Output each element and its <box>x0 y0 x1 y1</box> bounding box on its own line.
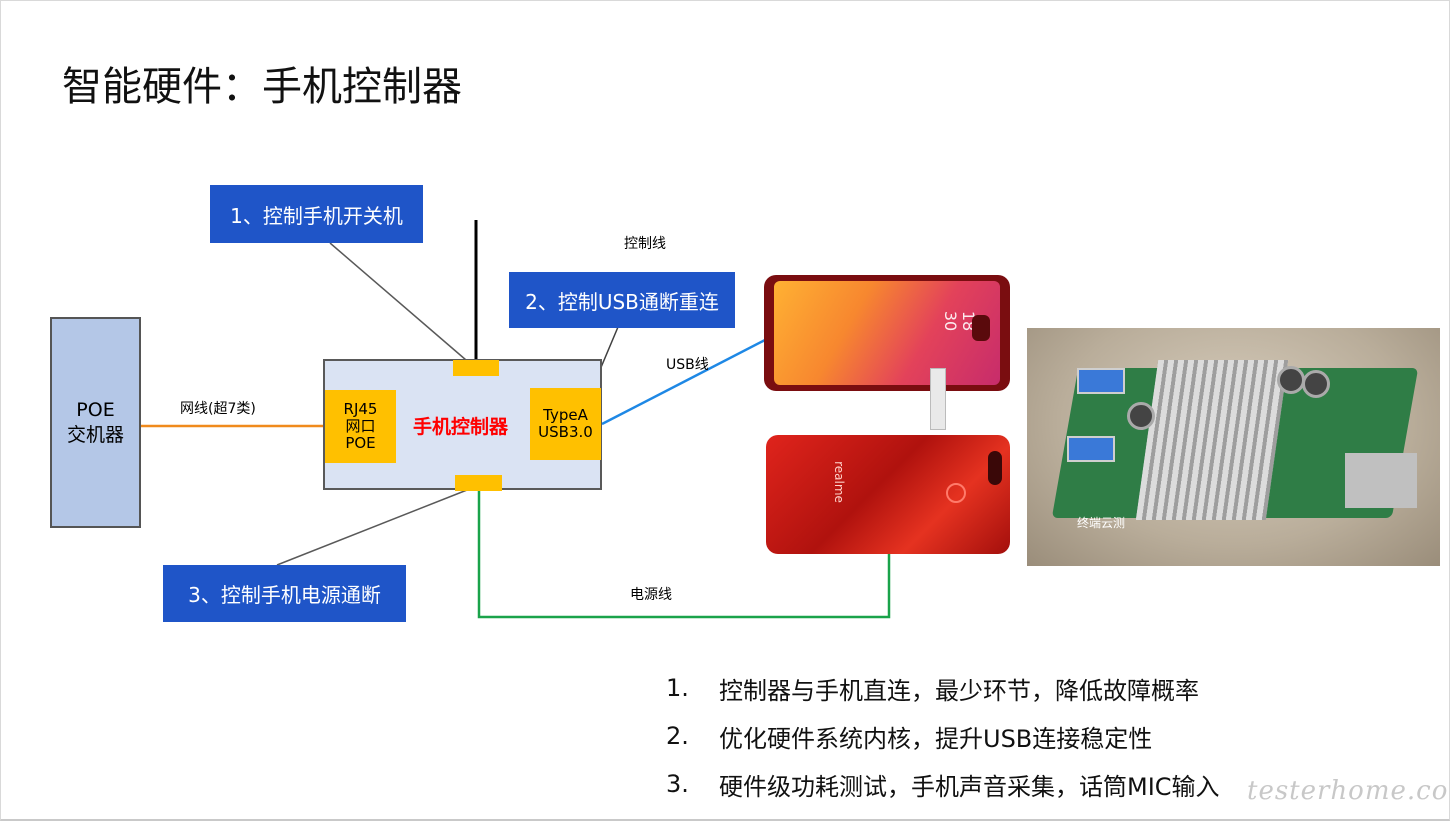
list-item: 1. 控制器与手机直连，最少环节，降低故障概率 <box>666 664 1220 712</box>
callout-power-switch: 1、控制手机开关机 <box>210 185 423 243</box>
watermark: testerhome.com <box>1247 776 1450 806</box>
usb-port-icon <box>1077 368 1125 394</box>
board-brand-logo: 终端云测 <box>1077 516 1126 530</box>
capacitor <box>1127 402 1155 430</box>
capacitor <box>1302 370 1330 398</box>
list-item-text: 优化硬件系统内核，提升USB连接稳定性 <box>719 724 1153 753</box>
usb-port-icon <box>1067 436 1115 462</box>
typea-port: TypeA USB3.0 <box>530 388 601 460</box>
phone-brand-logo: realme <box>831 461 846 503</box>
typea-label: TypeA <box>543 406 588 424</box>
list-item-text: 硬件级功耗测试，手机声音采集，话筒MIC输入 <box>719 772 1220 801</box>
power-supply-port <box>455 475 502 491</box>
control-cable-label: 控制线 <box>624 236 666 252</box>
phone-back-image: realme <box>766 435 1010 554</box>
list-item-number: 3. <box>666 770 689 798</box>
power-cable-label: 电源线 <box>630 587 672 603</box>
callout-1-text: 1、控制手机开关机 <box>230 203 403 228</box>
ethernet-jack <box>1345 453 1417 508</box>
heatsink <box>1135 360 1289 520</box>
poe-label: POE <box>76 398 115 421</box>
rj45-poe-label: POE <box>345 434 376 452</box>
list-item-number: 1. <box>666 674 689 702</box>
typea-sublabel: USB3.0 <box>538 423 593 441</box>
usb-cable-stub <box>930 368 946 430</box>
power-button-port <box>453 360 499 376</box>
usb-cable-line <box>601 338 766 426</box>
list-item-text: 控制器与手机直连，最少环节，降低故障概率 <box>719 676 1199 705</box>
controller-label: 手机控制器 <box>413 416 509 438</box>
callout-3-leader <box>276 489 468 566</box>
callout-usb-reconnect: 2、控制USB通断重连 <box>509 272 735 328</box>
list-item-number: 2. <box>666 722 689 750</box>
rj45-port: RJ45 网口 POE <box>325 390 396 463</box>
slide-title: 智能硬件：手机控制器 <box>62 64 462 110</box>
callout-power-cut: 3、控制手机电源通断 <box>163 565 406 622</box>
list-item: 2. 优化硬件系统内核，提升USB连接稳定性 <box>666 712 1220 760</box>
feature-list: 1. 控制器与手机直连，最少环节，降低故障概率 2. 优化硬件系统内核，提升US… <box>666 664 1220 808</box>
list-item: 3. 硬件级功耗测试，手机声音采集，话筒MIC输入 <box>666 760 1220 808</box>
callout-2-text: 2、控制USB通断重连 <box>525 289 719 314</box>
rj45-sublabel: 网口 <box>345 417 376 435</box>
callout-1-leader <box>329 242 467 361</box>
usb-cable-label: USB线 <box>666 357 709 373</box>
fingerprint-sensor-icon <box>946 483 966 503</box>
phone-notch <box>972 315 990 341</box>
poe-sublabel: 交机器 <box>66 423 124 446</box>
network-cable-label: 网线(超7类) <box>180 401 256 417</box>
controller-board-photo: 终端云测 <box>1027 328 1440 566</box>
rj45-label: RJ45 <box>343 400 378 418</box>
capacitor <box>1277 366 1305 394</box>
callout-3-text: 3、控制手机电源通断 <box>188 583 381 607</box>
phone-camera <box>988 451 1002 485</box>
poe-switch-box: POE 交机器 <box>50 317 141 528</box>
